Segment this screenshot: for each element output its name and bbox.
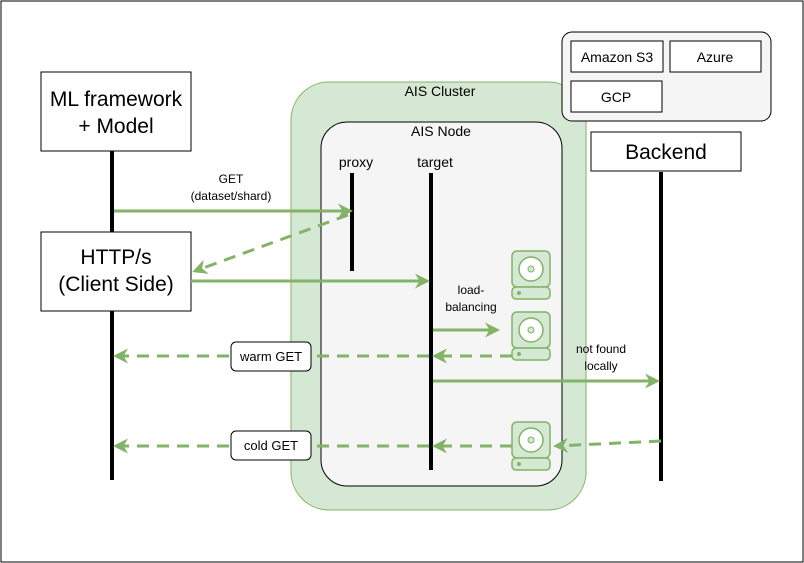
backend-to-disk-arrow — [553, 437, 662, 453]
disk-icon — [511, 421, 551, 471]
redirect-arrow — [192, 213, 349, 274]
backend-actor: Backend — [590, 131, 742, 172]
ml-line2: + Model — [78, 115, 153, 138]
ais-node: AIS Node proxy target — [320, 121, 563, 487]
azure-label: Azure — [697, 49, 734, 65]
target-label: target — [417, 154, 453, 170]
azure-box — [669, 40, 762, 73]
get-label-line2: (dataset/shard) — [191, 189, 272, 203]
http-line1: HTTP/s — [80, 246, 151, 269]
cluster-label: AIS Cluster — [405, 83, 476, 99]
ml-framework-actor: ML framework + Model — [40, 71, 192, 152]
get-label-line1: GET — [219, 172, 244, 186]
proxy-label: proxy — [339, 154, 373, 170]
notfound-label-line1: not found — [576, 342, 626, 356]
backend-label: Backend — [625, 141, 707, 164]
cold-get-label: cold GET — [230, 430, 312, 461]
load-label-line1: load- — [458, 283, 485, 297]
warm-get-label: warm GET — [230, 341, 312, 372]
arrows — [113, 203, 662, 454]
disk-icon — [511, 250, 551, 300]
disk-icon — [511, 311, 551, 361]
load-label-line2: balancing — [445, 300, 496, 314]
http-line2: (Client Side) — [58, 273, 174, 296]
http-client-actor: HTTP/s (Client Side) — [40, 231, 192, 312]
amazon-s3-box — [570, 40, 664, 73]
node-label: AIS Node — [411, 123, 471, 139]
notfound-label-line2: locally — [584, 359, 617, 373]
warm-get-text: warm GET — [239, 349, 302, 364]
gcp-box — [570, 80, 663, 113]
ml-line1: ML framework — [50, 88, 183, 111]
cold-get-text: cold GET — [244, 438, 298, 453]
amazon-s3-label: Amazon S3 — [581, 49, 654, 65]
gcp-label: GCP — [601, 89, 631, 105]
cloud-providers: Amazon S3 Azure GCP — [561, 31, 772, 122]
